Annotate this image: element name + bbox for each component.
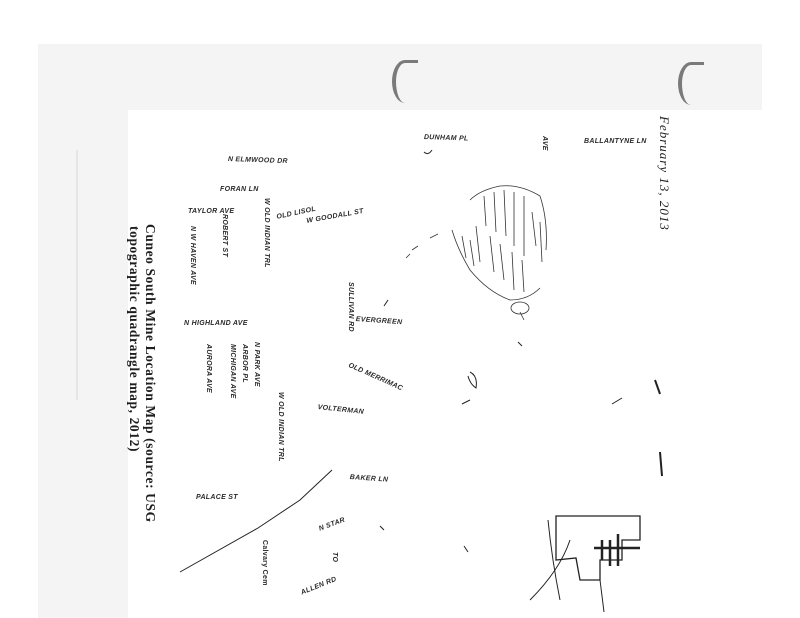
street-label: SULLIVAN RD (347, 282, 354, 332)
street-label: AURORA AVE (205, 344, 212, 394)
street-label: DUNHAM PL (423, 134, 469, 143)
street-label: AVE (541, 136, 548, 151)
street-label: N PARK AVE (253, 342, 260, 387)
map-caption-line-1: Cuneo South Mine Location Map (source: U… (143, 224, 158, 523)
road-diagonal (179, 469, 333, 573)
map-caption-line-2: topographic quadrangle map, 2012) (127, 226, 142, 453)
street-label: ARBOR PL (241, 344, 248, 383)
building-outline (555, 515, 641, 581)
street-label: BALLANTYNE LN (584, 138, 647, 145)
street-label: Calvary Cem (261, 540, 268, 586)
quarry-hatching (405, 185, 547, 321)
binder-hole-2 (678, 62, 704, 105)
map-area (128, 110, 762, 618)
street-label: MICHIGAN AVE (229, 344, 236, 399)
road-lower-right (529, 539, 571, 601)
street-label: ROBERT ST (221, 214, 228, 258)
street-label: PALACE ST (196, 494, 238, 501)
document-date: February 13, 2013 (657, 116, 672, 231)
road-curve-bottom (547, 519, 605, 613)
street-label: N W HAVEN AVE (189, 226, 196, 285)
street-label: FORAN LN (220, 186, 259, 193)
street-label: W OLD INDIAN TRL (277, 392, 284, 462)
street-label: TO (331, 552, 338, 563)
street-label: TAYLOR AVE (188, 208, 235, 215)
binder-hole-1 (392, 60, 418, 103)
street-label: W OLD INDIAN TRL (263, 198, 270, 268)
street-label: N HIGHLAND AVE (184, 320, 248, 327)
fold-line (76, 150, 78, 400)
building-bars (594, 534, 640, 566)
